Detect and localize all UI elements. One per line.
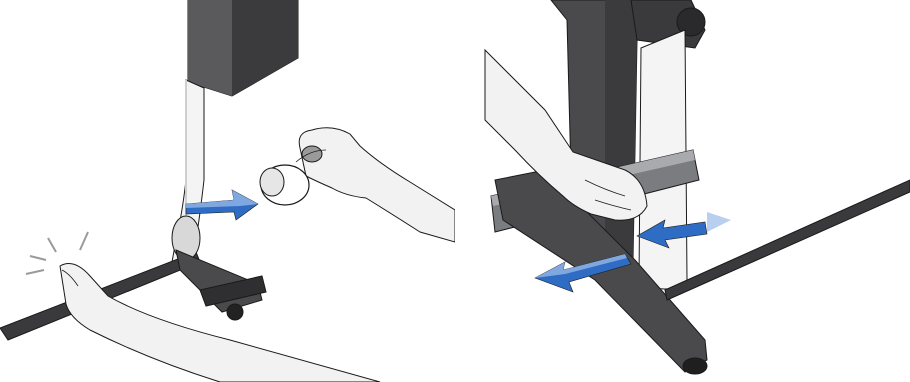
right-illustration-panel — [455, 0, 910, 382]
left-illustration — [0, 0, 455, 382]
right-illustration — [455, 0, 910, 382]
left-illustration-panel — [0, 0, 455, 382]
stand-rail — [665, 180, 910, 300]
spindle-bracket — [172, 216, 266, 320]
printer-body — [188, 0, 298, 96]
hand-with-hub — [260, 128, 455, 242]
